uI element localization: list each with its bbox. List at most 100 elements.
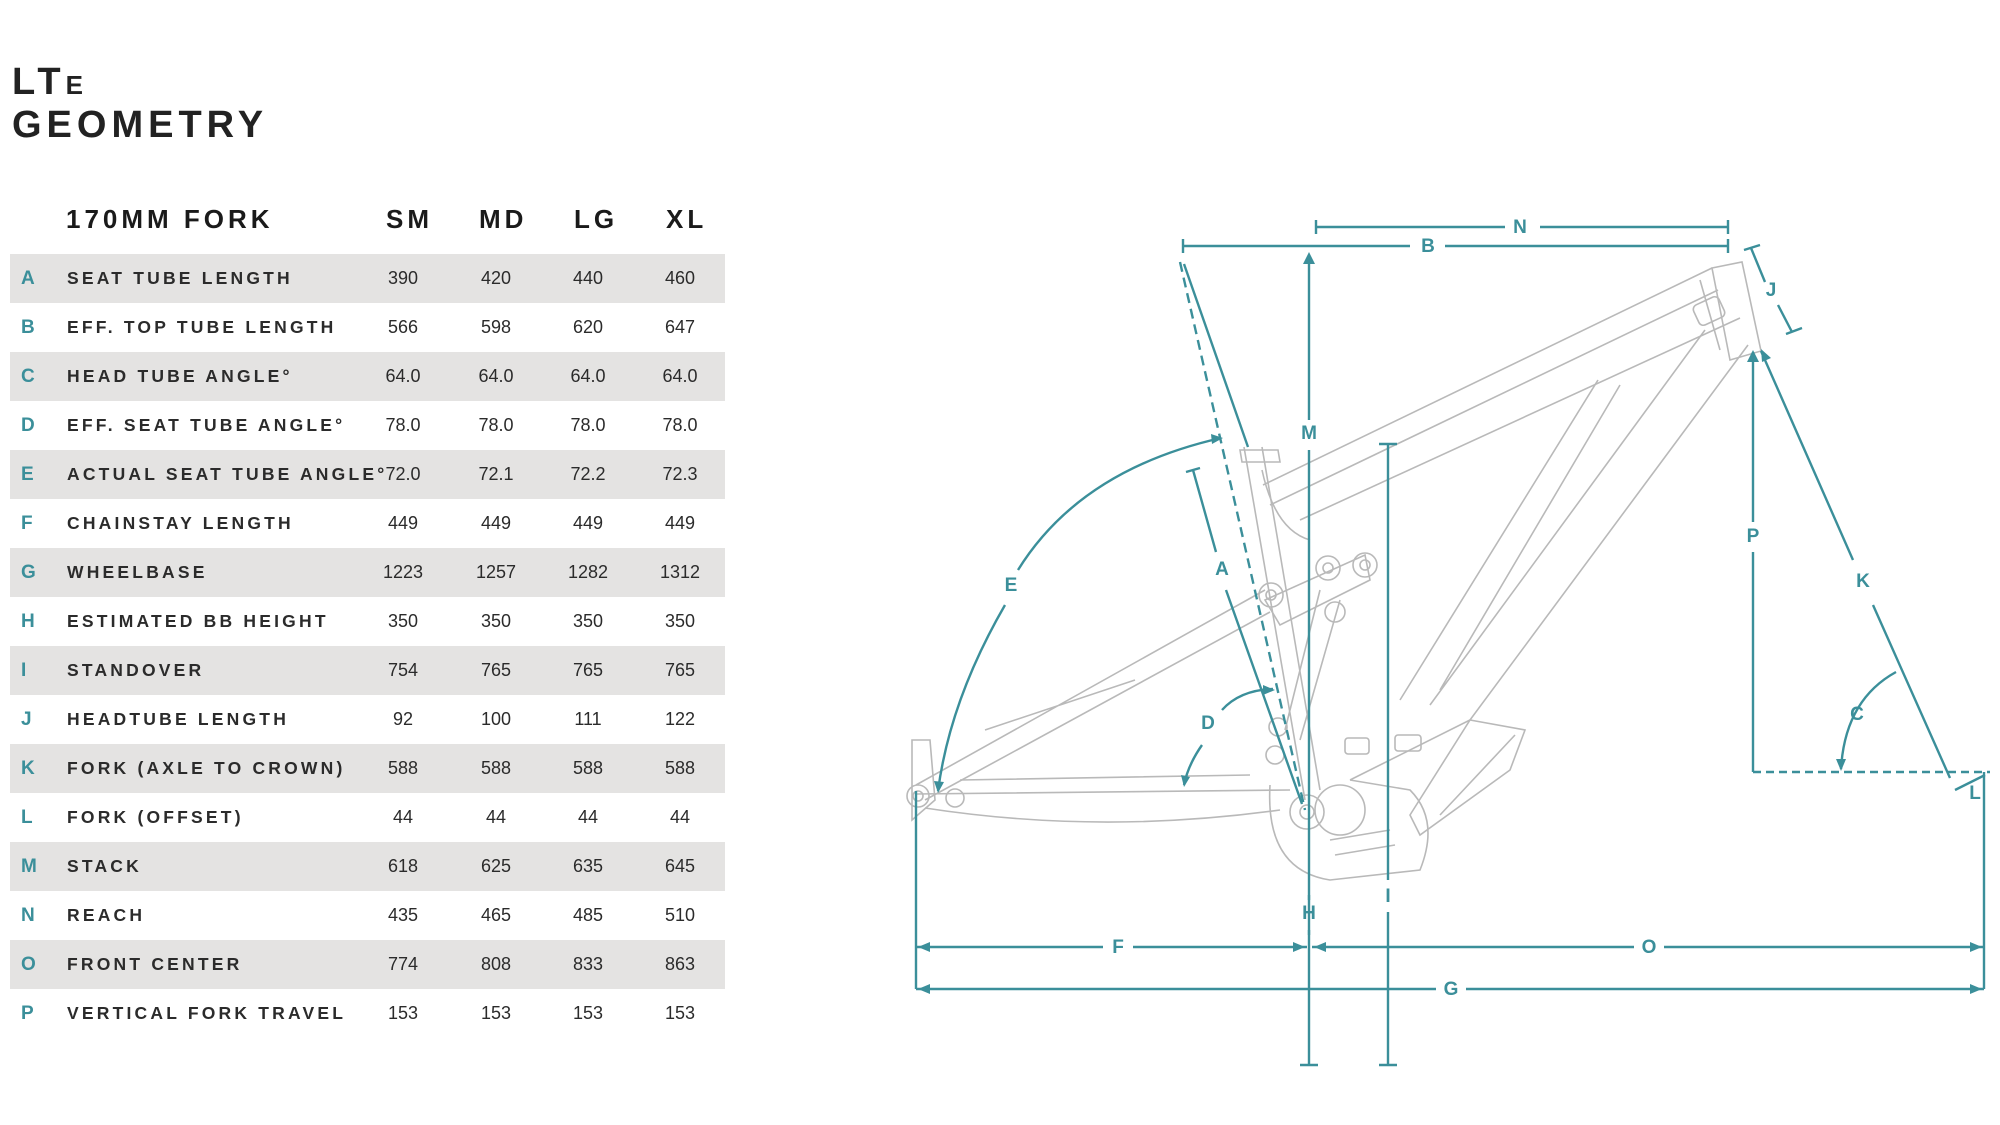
value-md: 64.0	[478, 366, 514, 386]
value-lg: 620	[572, 317, 604, 337]
model-suffix: E	[65, 70, 88, 100]
value-lg: 111	[574, 709, 602, 729]
value-md: 598	[480, 317, 512, 337]
value-sm: 92	[392, 709, 414, 729]
row-letter: D	[21, 415, 35, 436]
row-label: ACTUAL SEAT TUBE ANGLE°	[67, 464, 388, 484]
value-xl: 64.0	[662, 366, 698, 386]
label-g: G	[1444, 979, 1459, 1000]
row-letter: B	[21, 317, 35, 338]
value-sm: 449	[387, 513, 419, 533]
value-sm: 588	[387, 758, 419, 778]
label-d: D	[1201, 713, 1215, 734]
label-e: E	[1005, 575, 1018, 596]
label-l: L	[1969, 783, 1981, 804]
value-sm: 350	[387, 611, 419, 631]
value-xl: 647	[664, 317, 696, 337]
value-xl: 460	[664, 268, 696, 288]
value-xl: 765	[664, 660, 696, 680]
value-sm: 78.0	[385, 415, 421, 435]
row-letter: O	[21, 954, 36, 975]
row-letter: J	[21, 709, 32, 730]
row-letter: C	[21, 366, 35, 387]
value-md: 100	[480, 709, 512, 729]
model-name: LT	[12, 61, 66, 103]
label-a: A	[1215, 559, 1229, 580]
value-md: 350	[480, 611, 512, 631]
value-xl: 863	[664, 954, 696, 974]
label-j: J	[1766, 280, 1777, 301]
value-md: 765	[480, 660, 512, 680]
row-label: FORK (AXLE TO CROWN)	[67, 758, 346, 778]
value-sm: 44	[392, 807, 414, 827]
row-letter: L	[21, 807, 33, 828]
table-header-size-sm: SM	[386, 204, 433, 234]
table-row: C HEAD TUBE ANGLE° 64.0 64.0 64.0 64.0	[10, 352, 725, 401]
value-lg: 350	[572, 611, 604, 631]
value-lg: 440	[572, 268, 604, 288]
value-sm: 618	[387, 856, 419, 876]
value-xl: 153	[664, 1003, 696, 1023]
row-label: STANDOVER	[67, 660, 205, 680]
value-sm: 435	[387, 905, 419, 925]
table-row: P VERTICAL FORK TRAVEL 153 153 153 153	[10, 989, 725, 1038]
label-m: M	[1301, 423, 1317, 444]
label-k: K	[1856, 571, 1870, 592]
table-header-size-md: MD	[479, 204, 528, 234]
row-letter: I	[21, 660, 27, 681]
value-md: 153	[480, 1003, 512, 1023]
value-md: 78.0	[478, 415, 514, 435]
value-xl: 588	[664, 758, 696, 778]
label-b: B	[1421, 236, 1435, 257]
value-md: 449	[480, 513, 512, 533]
value-md: 72.1	[478, 464, 514, 484]
value-sm: 390	[387, 268, 419, 288]
row-label: HEAD TUBE ANGLE°	[67, 366, 293, 386]
label-i: I	[1385, 886, 1390, 907]
value-md: 625	[480, 856, 512, 876]
row-letter: E	[21, 464, 34, 485]
value-sm: 1223	[382, 562, 424, 582]
value-lg: 449	[572, 513, 604, 533]
row-label: VERTICAL FORK TRAVEL	[67, 1003, 347, 1023]
row-letter: M	[21, 856, 37, 877]
row-letter: P	[21, 1003, 34, 1024]
value-lg: 153	[572, 1003, 604, 1023]
row-letter: G	[21, 562, 36, 583]
value-lg: 635	[572, 856, 604, 876]
value-lg: 765	[572, 660, 604, 680]
value-sm: 153	[387, 1003, 419, 1023]
value-md: 588	[480, 758, 512, 778]
row-letter: A	[21, 268, 35, 289]
value-lg: 485	[572, 905, 604, 925]
value-sm: 64.0	[385, 366, 421, 386]
dimension-labels: A B C D E F G H I J K L M N O P	[1005, 217, 1982, 1000]
value-lg: 1282	[567, 562, 609, 582]
label-o: O	[1642, 937, 1657, 958]
value-sm: 774	[387, 954, 419, 974]
row-label: EFF. SEAT TUBE ANGLE°	[67, 415, 346, 435]
geometry-heading: GEOMETRY	[12, 104, 269, 146]
value-lg: 64.0	[570, 366, 606, 386]
value-xl: 72.3	[662, 464, 698, 484]
row-label: STACK	[67, 856, 142, 876]
label-p: P	[1747, 526, 1760, 547]
value-md: 44	[485, 807, 507, 827]
table-header-size-lg: LG	[574, 204, 619, 234]
value-xl: 449	[664, 513, 696, 533]
row-label: HEADTUBE LENGTH	[67, 709, 290, 729]
value-xl: 78.0	[662, 415, 698, 435]
row-label: FRONT CENTER	[67, 954, 243, 974]
value-md: 1257	[475, 562, 517, 582]
